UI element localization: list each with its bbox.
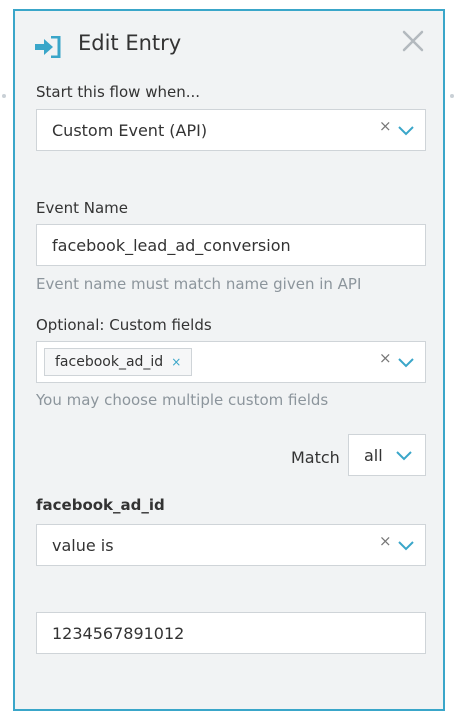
custom-fields-help: You may choose multiple custom fields	[36, 391, 329, 409]
chevron-down-icon[interactable]	[397, 357, 415, 369]
sign-in-icon	[35, 36, 61, 58]
panel-title: Edit Entry	[78, 31, 182, 55]
canvas-dot	[2, 94, 6, 98]
clear-icon[interactable]: ×	[379, 532, 392, 550]
remove-tag-icon[interactable]: ×	[171, 355, 182, 369]
custom-field-tag: facebook_ad_id ×	[44, 348, 193, 376]
chevron-down-icon[interactable]	[397, 125, 415, 137]
operator-selected-value: value is	[52, 536, 114, 555]
match-select[interactable]: all	[348, 434, 426, 476]
filter-field-name: facebook_ad_id	[36, 496, 165, 514]
chevron-down-icon[interactable]	[395, 450, 413, 462]
edit-entry-panel: Edit Entry Start this flow when... Custo…	[13, 9, 445, 711]
match-selected-value: all	[364, 446, 383, 465]
custom-fields-select[interactable]: facebook_ad_id × ×	[36, 341, 426, 383]
panel-header: Edit Entry	[15, 11, 443, 81]
clear-icon[interactable]: ×	[379, 117, 392, 135]
canvas-dot	[450, 94, 454, 98]
event-name-label: Event Name	[36, 199, 128, 217]
event-name-input[interactable]: facebook_lead_ad_conversion	[36, 224, 426, 266]
close-icon[interactable]	[401, 29, 425, 53]
trigger-selected-value: Custom Event (API)	[52, 121, 208, 140]
filter-value: 1234567891012	[52, 624, 185, 643]
filter-value-input[interactable]: 1234567891012	[36, 612, 426, 654]
operator-select[interactable]: value is ×	[36, 524, 426, 566]
match-label: Match	[291, 448, 340, 467]
custom-field-tag-label: facebook_ad_id	[55, 354, 164, 370]
clear-icon[interactable]: ×	[379, 349, 392, 367]
event-name-help: Event name must match name given in API	[36, 275, 362, 293]
trigger-label: Start this flow when...	[36, 83, 201, 101]
trigger-select[interactable]: Custom Event (API) ×	[36, 109, 426, 151]
chevron-down-icon[interactable]	[397, 540, 415, 552]
custom-fields-label: Optional: Custom fields	[36, 316, 212, 334]
event-name-value: facebook_lead_ad_conversion	[52, 236, 291, 255]
